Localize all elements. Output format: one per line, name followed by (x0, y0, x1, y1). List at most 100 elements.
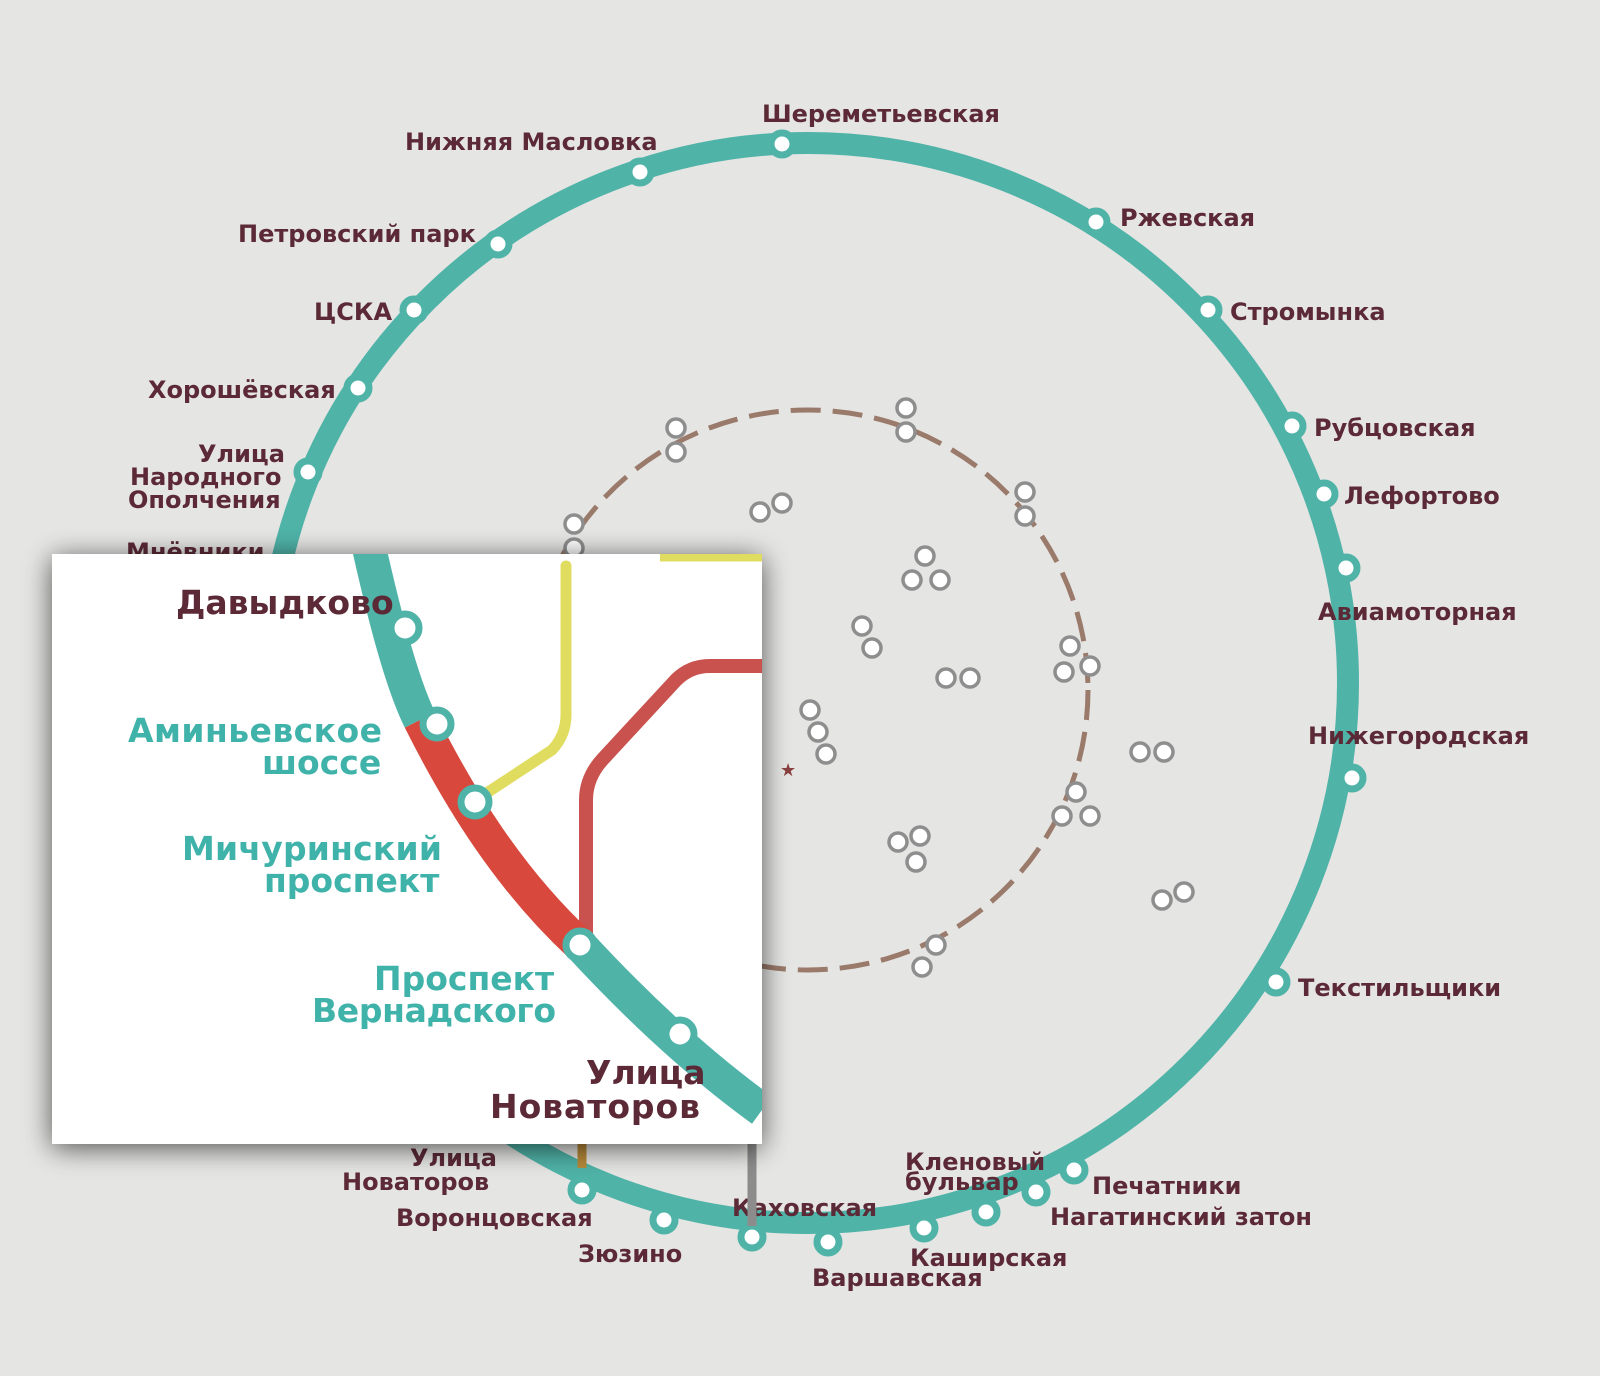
transfer-node (1151, 889, 1173, 911)
label-khoroshevskaya: Хорошёвская (148, 376, 336, 404)
transfer-node (1014, 481, 1036, 503)
station-pechatniki[interactable] (1059, 1155, 1089, 1185)
transfer-node (1065, 781, 1087, 803)
transfer-node (771, 492, 793, 514)
station-tekstilshchiki[interactable] (1261, 967, 1291, 997)
station-varshavskaya[interactable] (813, 1227, 843, 1257)
station-aviamotornaya[interactable] (1331, 553, 1361, 583)
label-narodnogo-2: Народного (130, 463, 281, 491)
transfer-node (929, 569, 951, 591)
inset-circle-red (404, 712, 592, 958)
station-kakhovskaya[interactable] (737, 1222, 767, 1252)
transfer-node (1173, 881, 1195, 903)
inset-station-vernadskogo[interactable] (562, 927, 598, 963)
label-novatorov-1: Улица (410, 1144, 497, 1172)
inset-circle-teal (353, 554, 436, 728)
inset-label-aminyevskoe-2: шоссе (262, 743, 381, 782)
station-vorontsovskaya[interactable] (567, 1175, 597, 1205)
transfer-node (861, 637, 883, 659)
station-sheremetyevskaya[interactable] (767, 129, 797, 159)
transfer-node (909, 825, 931, 847)
label-petrovsky-park: Петровский парк (238, 220, 476, 248)
inset-station-aminyevskoe[interactable] (419, 706, 455, 742)
inset-station-davydkovo[interactable] (387, 610, 423, 646)
label-varshavskaya: Варшавская (812, 1264, 983, 1292)
center-star-icon: ★ (780, 760, 796, 781)
transfer-node (905, 851, 927, 873)
inset-label-michurinsky-1: Мичуринский (182, 829, 442, 868)
station-zyuzino[interactable] (649, 1205, 679, 1235)
label-stromynka: Стромынка (1230, 298, 1386, 326)
station-nizhnyaya-maslovka[interactable] (625, 157, 655, 187)
station-stromynka[interactable] (1193, 295, 1223, 325)
label-tekstilshchiki: Текстильщики (1298, 974, 1501, 1002)
label-klenovy-2: бульвар (905, 1168, 1019, 1196)
transfer-node (895, 397, 917, 419)
station-cska[interactable] (399, 295, 429, 325)
inset-label-vernadskogo-2: Вернадского (312, 991, 556, 1030)
transfer-node (935, 667, 957, 689)
transfer-node (1014, 505, 1036, 527)
label-sheremetyevskaya: Шереметьевская (762, 100, 1000, 128)
line-purple-north (358, 390, 395, 540)
transfer-node (665, 441, 687, 463)
transfer-node (895, 421, 917, 443)
inset-station-novatorov[interactable] (662, 1016, 698, 1052)
transfer-node (1053, 661, 1075, 683)
label-vorontsovskaya: Воронцовская (396, 1204, 593, 1232)
label-zyuzino: Зюзино (578, 1240, 682, 1268)
station-klenovy-bulvar[interactable] (971, 1197, 1001, 1227)
transfer-node (1051, 805, 1073, 827)
inset-label-novatorov-2: Новаторов (490, 1087, 700, 1126)
transfer-node (815, 743, 837, 765)
station-lefortovo[interactable] (1309, 479, 1339, 509)
station-kashirskaya[interactable] (909, 1213, 939, 1243)
station-khoroshevskaya[interactable] (343, 373, 373, 403)
station-rubtsovskaya[interactable] (1277, 411, 1307, 441)
label-lefortovo: Лефортово (1344, 482, 1500, 510)
inset-line-red-branch (579, 659, 762, 945)
inner-circle-line (525, 407, 1091, 973)
transfer-markers (563, 397, 1195, 978)
transfer-node (749, 501, 771, 523)
line-blue (765, 430, 1285, 765)
zoom-inset: Давыдково Аминьевское шоссе Мичуринский … (52, 554, 762, 1144)
line-purple (765, 622, 1265, 972)
transfer-node (1079, 805, 1101, 827)
line-light-green (782, 145, 1160, 1170)
transfer-node (887, 831, 909, 853)
station-petrovsky-park[interactable] (483, 229, 513, 259)
inset-label-michurinsky-2: проспект (264, 861, 439, 900)
inset-label-novatorov-1: Улица (586, 1053, 705, 1092)
label-narodnogo-3: Ополчения (128, 486, 281, 514)
label-kashirskaya: Каширская (910, 1244, 1067, 1272)
label-nizhnyaya-maslovka: Нижняя Масловка (405, 128, 658, 156)
transfer-node (807, 721, 829, 743)
line-red (760, 312, 1198, 760)
line-yellow (765, 575, 1336, 860)
station-nagatinsky-zaton[interactable] (1021, 1177, 1051, 1207)
transfer-node (959, 667, 981, 689)
transfer-node (1129, 741, 1151, 763)
inset-label-vernadskogo-1: Проспект (374, 959, 554, 998)
inset-line-yellow (470, 560, 572, 806)
label-novatorov-2: Новаторов (342, 1168, 489, 1196)
label-nizhegorodskaya: Нижегородская (1308, 722, 1529, 750)
transfer-node (1059, 635, 1081, 657)
label-nagatinsky-zaton: Нагатинский затон (1050, 1203, 1312, 1231)
inset-label-aminyevskoe-1: Аминьевское (128, 711, 382, 750)
station-rzhevskaya[interactable] (1081, 207, 1111, 237)
transfer-node (1153, 741, 1175, 763)
transfer-node (914, 545, 936, 567)
label-rubtsovskaya: Рубцовская (1314, 414, 1476, 442)
label-aviamotornaya: Авиамоторная (1318, 598, 1517, 626)
transfer-node (563, 513, 585, 535)
station-narodnogo-opolcheniya[interactable] (293, 457, 323, 487)
station-nizhegorodskaya[interactable] (1337, 763, 1367, 793)
inset-station-michurinsky[interactable] (457, 784, 493, 820)
line-grey (640, 175, 765, 600)
transfer-node (1079, 655, 1101, 677)
outer-ring-stations (293, 129, 1367, 1257)
label-cska: ЦСКА (314, 298, 392, 326)
